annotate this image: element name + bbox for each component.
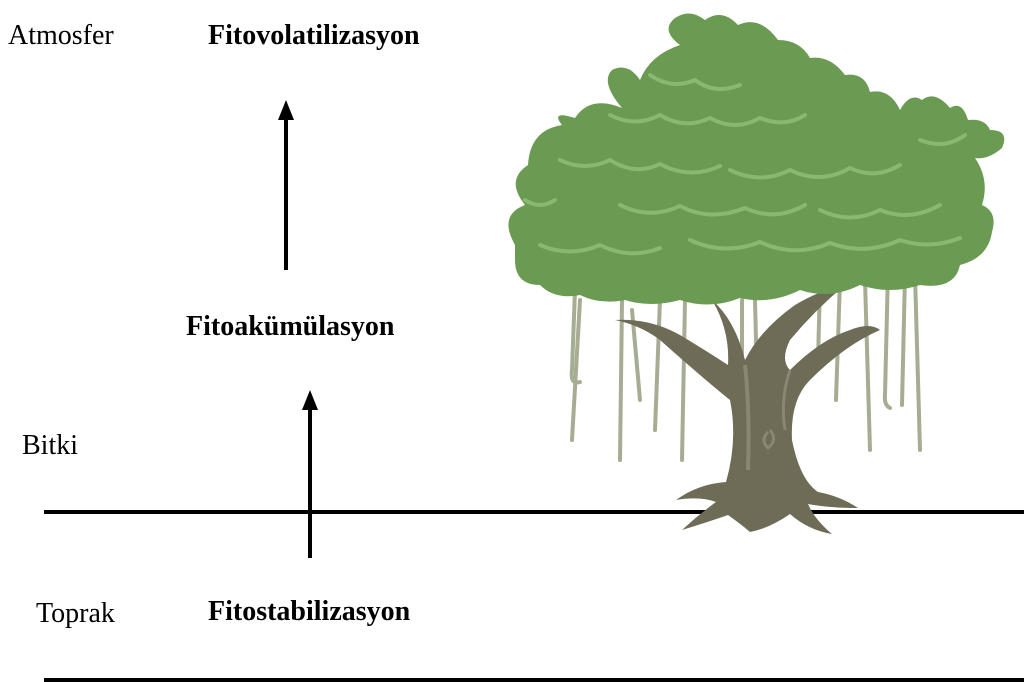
up-arrow-icon [302, 390, 318, 558]
up-arrow-icon [278, 100, 294, 270]
tree-illustration-icon [508, 13, 1004, 534]
